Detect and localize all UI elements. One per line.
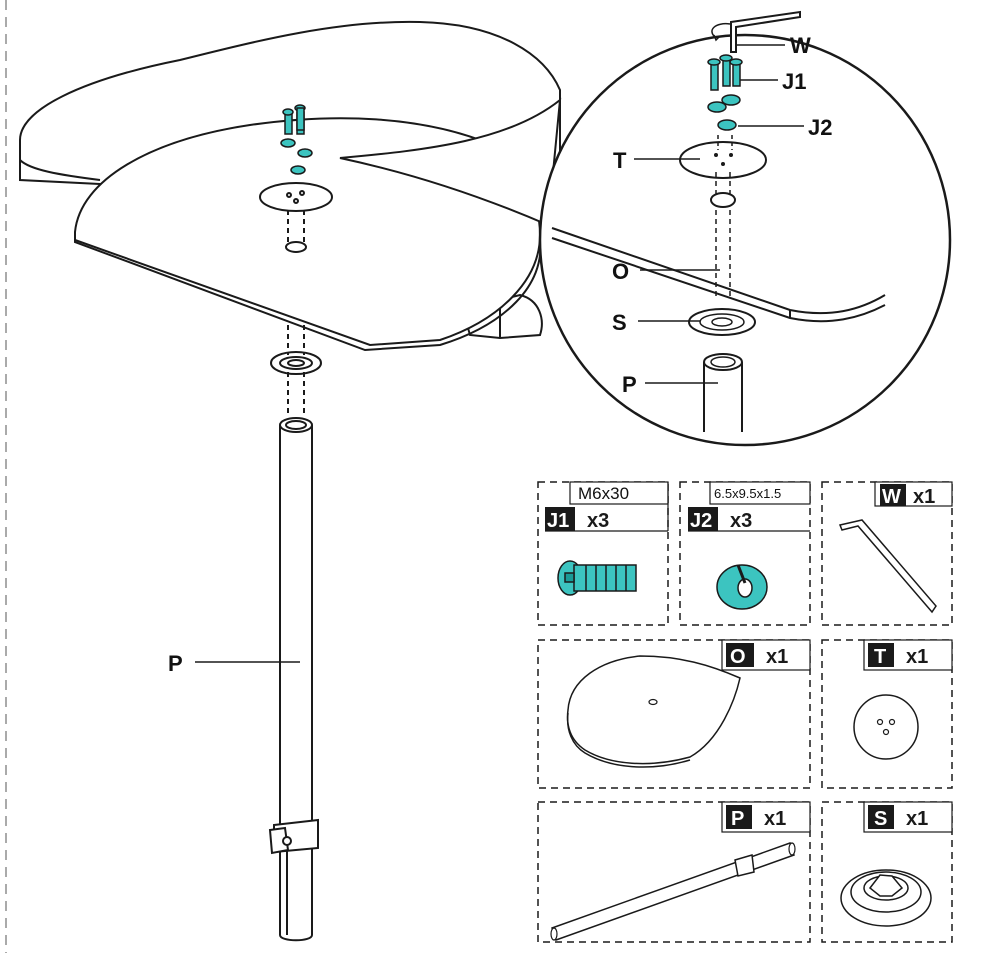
part-J2: 6.5x9.5x1.5 J2 x3 (688, 481, 811, 610)
zoom-circle (538, 33, 952, 447)
zoom-post-label: P (622, 372, 637, 397)
part-box-P (537, 801, 811, 943)
zoom-plate-label: T (613, 148, 627, 173)
part-O: O x1 (566, 639, 811, 768)
zoom-washer-label: J2 (808, 115, 832, 140)
main-post (279, 425, 313, 942)
zoom-screw-label: J1 (782, 69, 806, 94)
part-J1-id: J1 (547, 510, 569, 532)
sleeve-icon (840, 869, 932, 927)
allen-wrench-icon (838, 519, 937, 614)
extension-top-edge (74, 232, 542, 352)
part-J1-count: x3 (587, 510, 609, 532)
main-plate (259, 182, 333, 212)
zoom-hardware (707, 54, 743, 131)
zoom-sleeve-label: S (612, 310, 627, 335)
zoom-wrench (730, 10, 801, 53)
part-J1-spec: M6x30 (578, 484, 629, 503)
part-T: T x1 (853, 639, 953, 760)
zoom-post (703, 362, 743, 432)
main-hardware (280, 104, 313, 175)
part-S: S x1 (840, 801, 953, 927)
zoom-plate (679, 141, 767, 179)
part-box-O (537, 639, 811, 789)
desk-top-back-edge (19, 140, 101, 181)
part-J2-id: J2 (690, 510, 712, 532)
part-T-count: x1 (906, 646, 928, 668)
screw-icon (557, 560, 637, 596)
part-J1: M6x30 J1 x3 (545, 481, 669, 596)
plate-icon (853, 694, 919, 760)
part-S-id: S (874, 808, 887, 830)
zoom-top-label: O (612, 259, 629, 284)
part-W-id: W (882, 486, 901, 508)
part-W: W x1 (838, 481, 953, 614)
post-icon (551, 842, 795, 941)
part-J2-spec: 6.5x9.5x1.5 (714, 486, 781, 501)
part-S-count: x1 (906, 808, 928, 830)
table-top-icon (566, 655, 741, 765)
part-T-id: T (874, 646, 886, 668)
part-O-count: x1 (766, 646, 788, 668)
part-P: P x1 (550, 801, 811, 941)
zoom-pointer (339, 97, 562, 227)
detail-zoom: W J1 J2 T O S P (339, 10, 952, 447)
part-P-count: x1 (764, 808, 786, 830)
part-P-id: P (731, 808, 744, 830)
washer-icon (716, 564, 768, 610)
zoom-wrench-label: W (790, 33, 811, 58)
part-O-id: O (730, 646, 746, 668)
part-W-count: x1 (913, 486, 935, 508)
main-top-hole (285, 241, 307, 253)
zoom-top (551, 227, 886, 315)
part-J2-count: x3 (730, 510, 752, 532)
main-post-label: P (168, 651, 183, 676)
